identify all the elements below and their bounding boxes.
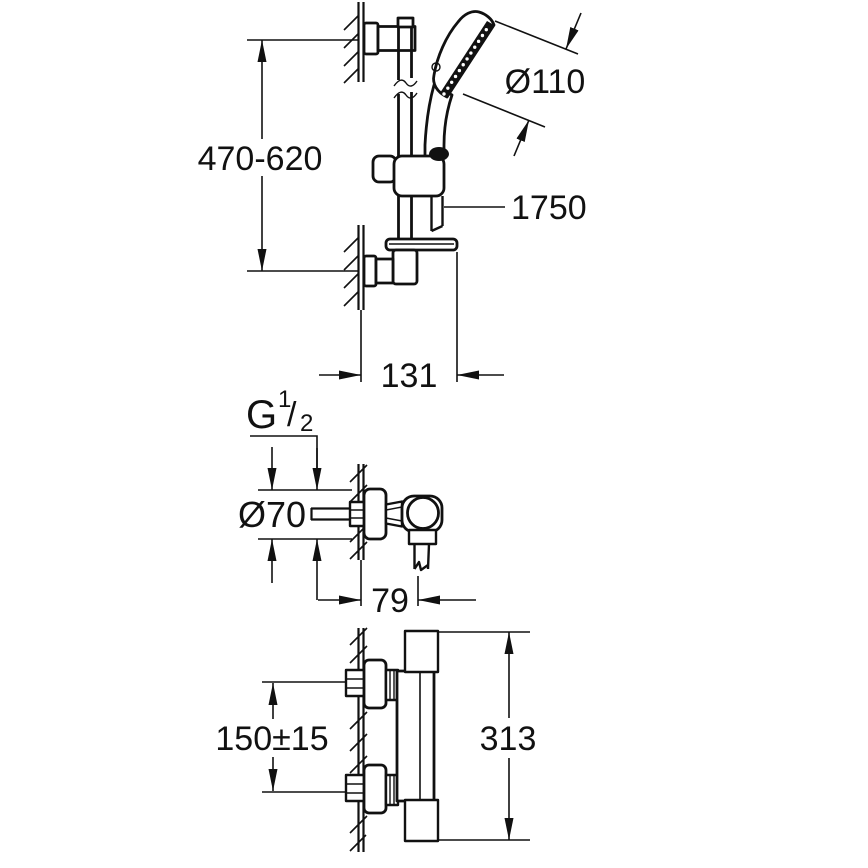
dim-rail-offset-label: 131	[381, 357, 438, 395]
handle-outline	[403, 629, 440, 674]
supply-pipe-stub	[310, 507, 350, 521]
rail-bottom-arm	[374, 257, 395, 285]
thread-slash: /	[287, 396, 297, 434]
thread-denominator: 2	[300, 410, 313, 437]
handle-hose-joint	[429, 147, 449, 161]
volume-handle	[403, 798, 440, 843]
dim-escutcheon-diameter: Ø70	[238, 447, 352, 583]
union-coupling-ridges	[389, 670, 395, 700]
dim-escutcheon-diameter-label: Ø70	[238, 494, 306, 535]
dim-mixer-height-label: 313	[480, 720, 537, 758]
s-union-top	[344, 658, 400, 710]
union-escutcheon	[362, 763, 388, 815]
union-hex-nut-facets	[346, 783, 364, 794]
shower-rail-set-view: 470-620 Ø110 1750 131	[198, 2, 587, 395]
wall-union-view: G 1 / 2 Ø70	[238, 386, 476, 620]
ext-line	[262, 681, 346, 793]
dim-holder-depth-label: 79	[371, 582, 409, 620]
rail-top-arm	[376, 25, 417, 52]
handle-outline	[403, 798, 440, 843]
union-hex-nut	[344, 668, 366, 698]
dim-inlet-spacing-label: 150±15	[215, 720, 328, 758]
dim-rail-height-label: 470-620	[198, 140, 323, 178]
adapter-nut	[384, 500, 404, 528]
mixer-body	[395, 669, 436, 803]
thread-g: G	[246, 393, 277, 437]
rail-end-piece	[391, 248, 419, 286]
spray-nozzle-dots	[442, 22, 492, 96]
dim-inlet-spacing: 150±15	[215, 681, 346, 793]
union-hex-nut-facets	[346, 678, 364, 689]
hand-shower-head	[432, 10, 496, 99]
dim-head-diameter: Ø110	[462, 12, 586, 157]
rail-top-cap	[396, 16, 415, 29]
ext-line	[360, 252, 458, 382]
shower-rail-lower	[397, 92, 413, 239]
thread-numerator: 1	[278, 386, 291, 413]
union-coupling-ridges	[389, 775, 395, 805]
hose-coupling-nut	[407, 528, 438, 546]
hose-outlet	[413, 543, 431, 572]
wall-hatching-lower	[343, 236, 360, 307]
wall-hatching-bottom-view	[349, 627, 368, 852]
shower-hose	[430, 196, 444, 233]
dim-hose-length: 1750	[444, 189, 587, 227]
dim-rail-offset: 131	[319, 252, 504, 395]
holder-knob	[371, 154, 398, 184]
dim-rail-height: 470-620	[198, 39, 358, 272]
shower-control-button	[431, 62, 441, 72]
union-escutcheon	[362, 658, 388, 710]
adapter-facets	[385, 506, 403, 522]
shower-rail-upper	[397, 27, 413, 80]
pipe-hex-nut-facets	[350, 509, 365, 519]
thread-leader	[250, 435, 318, 470]
thermostat-handle	[403, 629, 440, 674]
thread-size-label: G 1 / 2	[246, 386, 322, 600]
s-union-bottom	[344, 763, 400, 815]
thermostat-view: 150±15 313	[215, 627, 537, 852]
dim-head-diameter-label: Ø110	[505, 63, 586, 101]
ext-line	[437, 631, 530, 841]
dim-mixer-height: 313	[437, 631, 537, 841]
dim-hose-length-label: 1750	[511, 189, 587, 227]
rail-break-symbol	[393, 79, 418, 99]
escutcheon	[362, 487, 388, 541]
arrow-lower	[513, 119, 530, 157]
dim-holder-depth: 79	[318, 576, 476, 620]
wall-hatching-upper	[343, 14, 360, 84]
holder-clamp	[392, 154, 446, 198]
ext-line	[462, 20, 579, 128]
arrow-upper	[565, 12, 582, 50]
ball-joint	[406, 496, 440, 530]
union-hex-nut	[344, 773, 366, 803]
rail-top-flange	[362, 21, 380, 56]
rail-bottom-flange	[362, 254, 378, 288]
